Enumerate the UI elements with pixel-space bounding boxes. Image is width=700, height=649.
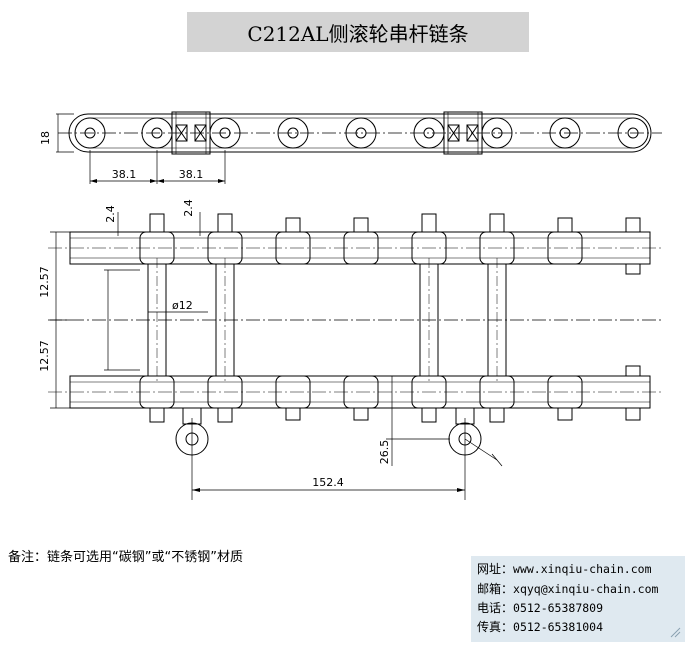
fax-label: 传真： (477, 620, 514, 634)
dimension-labels: 18 38.1 38.1 2.4 2.4 12.57 12.57 ø12 26.… (38, 131, 391, 489)
dim-width-top: 12.57 (38, 266, 51, 298)
email-value[interactable]: xqyq@xinqiu-chain.com (513, 582, 659, 596)
side-roller-bottom-left (175, 407, 209, 500)
fax-value: 0512-65381004 (513, 620, 604, 634)
side-view (56, 111, 662, 184)
dim-width-bottom: 12.57 (38, 340, 51, 372)
dim-height-18: 18 (39, 131, 52, 145)
upper-pins (149, 213, 641, 275)
plan-view (48, 212, 662, 500)
material-note: 备注：链条可选用“碳钢”或“不锈钢”材质 (8, 550, 243, 565)
dim-pitch-b: 38.1 (179, 168, 204, 181)
website-label: 网址： (477, 562, 514, 576)
email-label: 邮箱： (477, 582, 514, 596)
dim-span: 152.4 (312, 476, 344, 489)
side-outer-plate (68, 113, 652, 153)
website-value[interactable]: www.xinqiu-chain.com (513, 562, 652, 576)
dim-rod-diameter: ø12 (172, 299, 193, 312)
chain-drawing: 18 38.1 38.1 2.4 2.4 12.57 12.57 ø12 26.… (38, 111, 662, 500)
contact-fax-row: 传真：0512-65381004 (477, 618, 603, 635)
side-roller-bottom-right (448, 407, 503, 500)
dim-offset: 26.5 (378, 440, 391, 465)
phone-label: 电话： (477, 601, 514, 615)
drawing-title: C212AL侧滚轮串杆链条 (247, 21, 469, 46)
contact-panel: 网址：www.xinqiu-chain.com 邮箱：xqyq@xinqiu-c… (471, 556, 685, 642)
resize-grip-icon[interactable] (669, 626, 681, 638)
dim-gap-a: 2.4 (104, 205, 117, 223)
contact-website-row: 网址：www.xinqiu-chain.com (477, 560, 652, 577)
dim-pitch-a: 38.1 (112, 168, 137, 181)
lower-pins (149, 365, 641, 423)
side-roller-block-left (171, 111, 211, 155)
title-bar: C212AL侧滚轮串杆链条 (187, 12, 529, 52)
cross-rods (147, 258, 507, 382)
contact-phone-row: 电话：0512-65387809 (477, 599, 603, 616)
dim-gap-b: 2.4 (182, 199, 195, 217)
phone-value: 0512-65387809 (513, 601, 604, 615)
contact-email-row: 邮箱：xqyq@xinqiu-chain.com (477, 580, 658, 597)
side-roller-block-right (443, 111, 483, 155)
